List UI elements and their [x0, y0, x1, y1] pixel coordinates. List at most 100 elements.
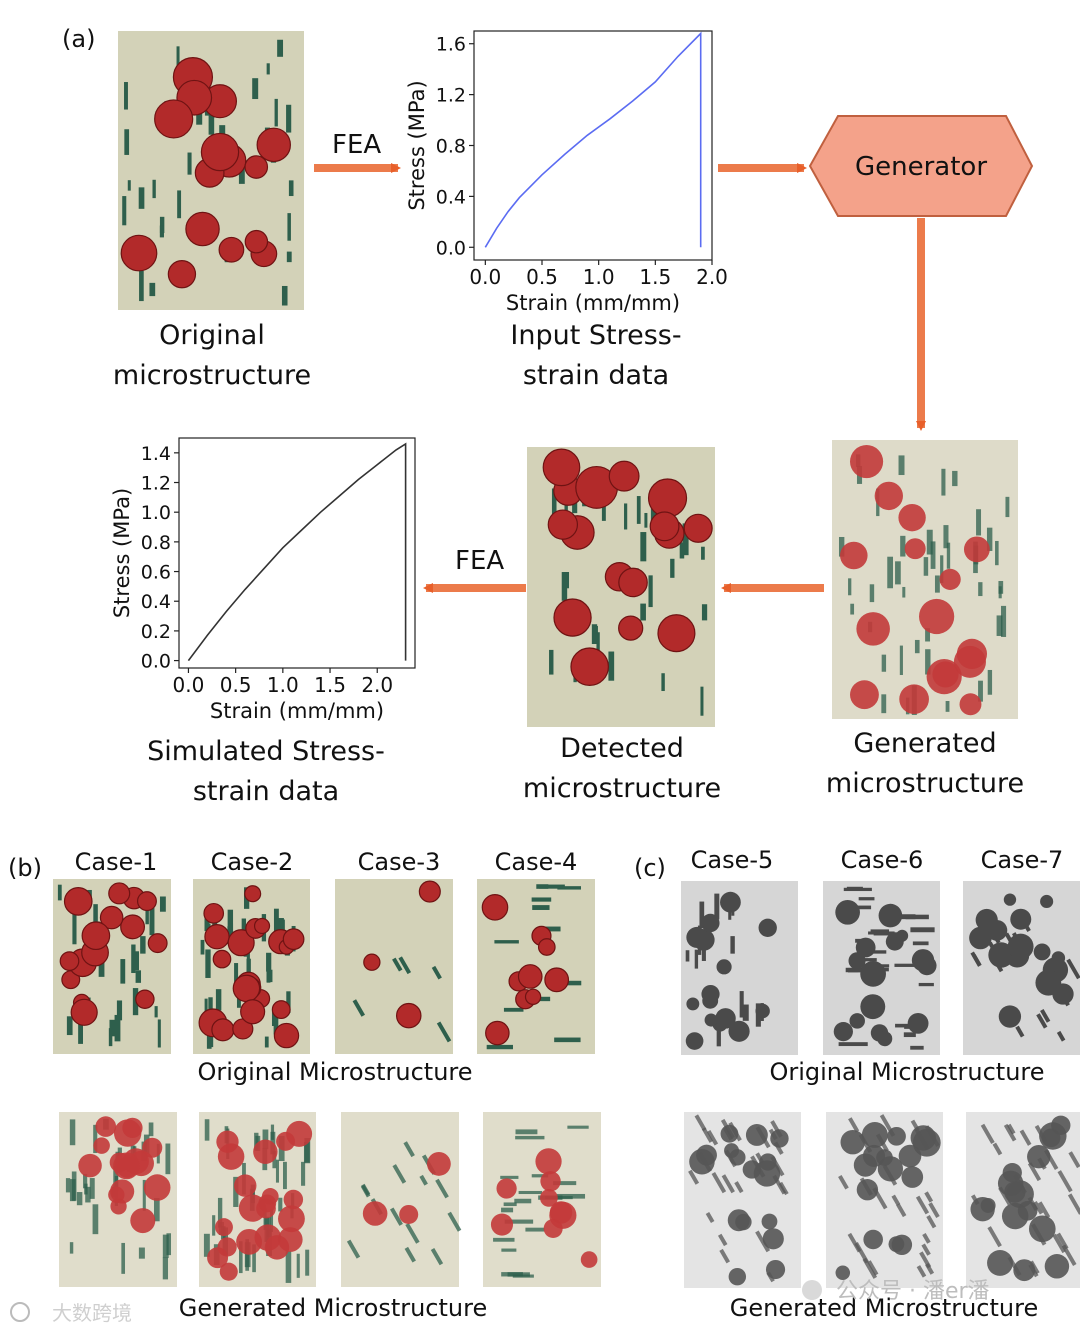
fiber-mark: [166, 1233, 172, 1256]
fiber-mark: [162, 1234, 169, 1259]
case-b-original-row: [53, 879, 595, 1054]
particle-mark: [543, 1218, 563, 1239]
fiber-mark: [925, 649, 931, 675]
detected-microstructure-image: [527, 447, 715, 727]
fiber-mark: [980, 1123, 995, 1144]
fiber-mark: [187, 152, 192, 175]
y-tick-label: 1.2: [141, 473, 171, 495]
particle-mark: [282, 928, 305, 951]
y-tick-label: 0.4: [141, 591, 171, 613]
fiber-mark: [556, 1193, 586, 1199]
particle-mark: [849, 1013, 865, 1029]
fiber-mark: [987, 669, 993, 695]
fiber-mark: [69, 1242, 74, 1254]
particle-mark: [99, 905, 124, 930]
fiber-mark: [57, 884, 62, 901]
fiber-mark: [157, 1019, 161, 1048]
fiber-mark: [755, 1230, 771, 1253]
caption-original-line1: Original: [159, 320, 265, 351]
particle-mark: [742, 1160, 762, 1179]
y-axis-label: Stress (MPa): [405, 80, 429, 210]
fiber-mark: [486, 1044, 513, 1050]
fiber-mark: [905, 914, 929, 920]
particle-mark: [1028, 1215, 1056, 1243]
fiber-mark: [515, 1129, 538, 1135]
fiber-mark: [847, 967, 871, 973]
particle-mark: [524, 988, 542, 1005]
fiber-mark: [176, 46, 180, 67]
case-5-label: Case-5: [691, 846, 774, 874]
fiber-mark: [670, 558, 675, 578]
fiber-mark: [93, 1124, 98, 1154]
fiber-mark: [252, 1244, 256, 1273]
particle-mark: [998, 1005, 1022, 1028]
fiber-mark: [1068, 1151, 1080, 1169]
fiber-mark: [699, 901, 705, 928]
particle-mark: [363, 953, 381, 971]
particle-mark: [277, 1227, 303, 1252]
particle-mark: [647, 478, 688, 518]
fiber-mark: [124, 82, 128, 110]
particle-mark: [273, 1022, 300, 1049]
fiber-mark: [596, 632, 600, 658]
fea-label-bottom: FEA: [455, 546, 504, 576]
fiber-mark: [992, 1142, 1003, 1156]
particle-mark: [963, 536, 990, 563]
fiber-mark: [145, 899, 149, 925]
particle-mark: [540, 1171, 561, 1192]
fiber-mark: [701, 1127, 714, 1143]
fiber-mark: [717, 1233, 728, 1247]
fiber-mark: [1052, 1233, 1066, 1254]
particle-mark: [850, 445, 884, 479]
x-tick-label: 1.0: [267, 673, 299, 697]
fiber-mark: [92, 1204, 99, 1235]
particle-mark: [696, 1144, 717, 1166]
x-tick-label: 1.5: [314, 673, 346, 697]
fiber-mark: [149, 905, 155, 936]
fiber-mark: [278, 1197, 283, 1212]
fiber-mark: [346, 1239, 361, 1259]
fiber-mark: [122, 196, 127, 226]
particle-mark: [1007, 933, 1034, 960]
fiber-mark: [734, 1181, 744, 1194]
particle-mark: [850, 680, 879, 710]
fiber-mark: [159, 216, 165, 234]
fiber-mark: [714, 893, 720, 920]
fiber-mark: [500, 1175, 519, 1179]
fiber-mark: [934, 575, 940, 593]
particle-mark: [716, 959, 732, 975]
y-tick-label: 0.6: [141, 562, 171, 584]
fiber-mark: [896, 1203, 907, 1218]
particle-mark: [701, 913, 720, 933]
fiber-mark: [76, 1192, 83, 1206]
particle-mark: [256, 1198, 276, 1219]
particle-mark: [835, 899, 860, 925]
fiber-mark: [706, 1130, 719, 1146]
particle-mark: [686, 997, 700, 1011]
particle-mark: [887, 1126, 906, 1146]
fiber-mark: [113, 1166, 119, 1192]
fiber-mark: [98, 956, 105, 977]
fiber-mark: [916, 1265, 927, 1278]
fiber-mark: [419, 1174, 428, 1186]
particle-mark: [395, 1002, 422, 1029]
particle-mark: [874, 481, 903, 511]
fiber-mark: [1067, 1193, 1080, 1215]
particle-mark: [728, 1267, 747, 1286]
fiber-mark: [694, 949, 699, 969]
fiber-mark: [730, 936, 735, 954]
fiber-mark: [286, 104, 292, 133]
caption-input-line1: Input Stress-: [510, 320, 681, 351]
fiber-mark: [134, 951, 139, 971]
caption-detected-line2: microstructure: [523, 773, 721, 804]
fiber-mark: [640, 532, 647, 562]
fiber-mark: [72, 913, 77, 945]
fiber-mark: [924, 1191, 934, 1203]
fiber-mark: [912, 941, 929, 946]
fiber-mark: [114, 1014, 121, 1042]
fiber-mark: [1027, 1162, 1042, 1182]
fiber-mark: [688, 1169, 700, 1185]
fiber-mark: [739, 991, 744, 1018]
x-tick-label: 2.0: [696, 265, 728, 289]
